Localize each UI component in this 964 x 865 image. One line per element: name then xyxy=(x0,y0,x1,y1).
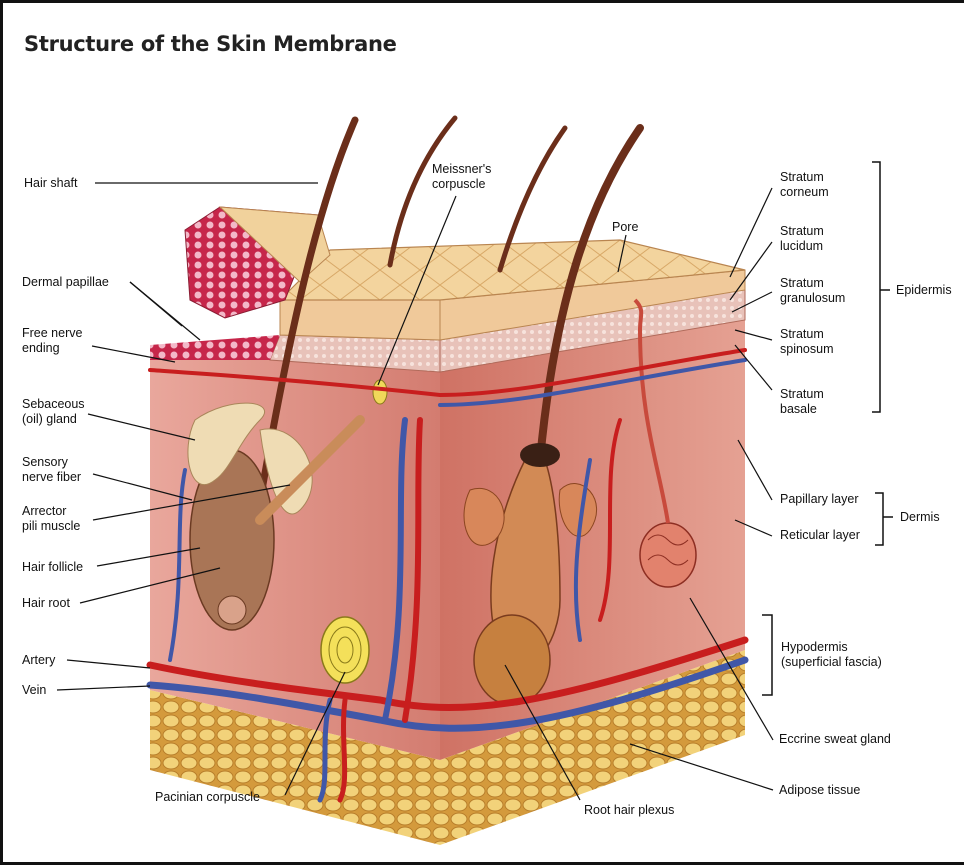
label-sensory-nerve-fiber: Sensory nerve fiber xyxy=(22,455,81,485)
label-stratum-spinosum: Stratum spinosum xyxy=(780,327,834,357)
label-root-hair-plexus: Root hair plexus xyxy=(584,803,674,818)
label-dermal-papillae: Dermal papillae xyxy=(22,275,109,290)
label-vein: Vein xyxy=(22,683,46,698)
label-epidermis: Epidermis xyxy=(896,283,952,298)
label-meissners-corpuscle: Meissner's corpuscle xyxy=(432,162,491,192)
label-free-nerve-ending: Free nerve ending xyxy=(22,326,82,356)
label-stratum-granulosum: Stratum granulosum xyxy=(780,276,845,306)
label-pacinian-corpuscle: Pacinian corpuscle xyxy=(155,790,260,805)
label-reticular-layer: Reticular layer xyxy=(780,528,860,543)
label-artery: Artery xyxy=(22,653,55,668)
label-stratum-corneum: Stratum corneum xyxy=(780,170,829,200)
label-pore: Pore xyxy=(612,220,638,235)
label-stratum-lucidum: Stratum lucidum xyxy=(780,224,824,254)
label-eccrine-sweat-gland: Eccrine sweat gland xyxy=(779,732,891,747)
label-papillary-layer: Papillary layer xyxy=(780,492,859,507)
label-hair-follicle: Hair follicle xyxy=(22,560,83,575)
page-title: Structure of the Skin Membrane xyxy=(24,32,397,56)
label-sebaceous-gland: Sebaceous (oil) gland xyxy=(22,397,85,427)
label-stratum-basale: Stratum basale xyxy=(780,387,824,417)
meissners-corpuscle xyxy=(373,380,387,404)
label-hair-shaft: Hair shaft xyxy=(24,176,78,191)
label-hair-root: Hair root xyxy=(22,596,70,611)
label-dermis: Dermis xyxy=(900,510,940,525)
label-hypodermis: Hypodermis (superficial fascia) xyxy=(781,640,882,670)
label-arrector-pili: Arrector pili muscle xyxy=(22,504,80,534)
label-adipose-tissue: Adipose tissue xyxy=(779,783,860,798)
